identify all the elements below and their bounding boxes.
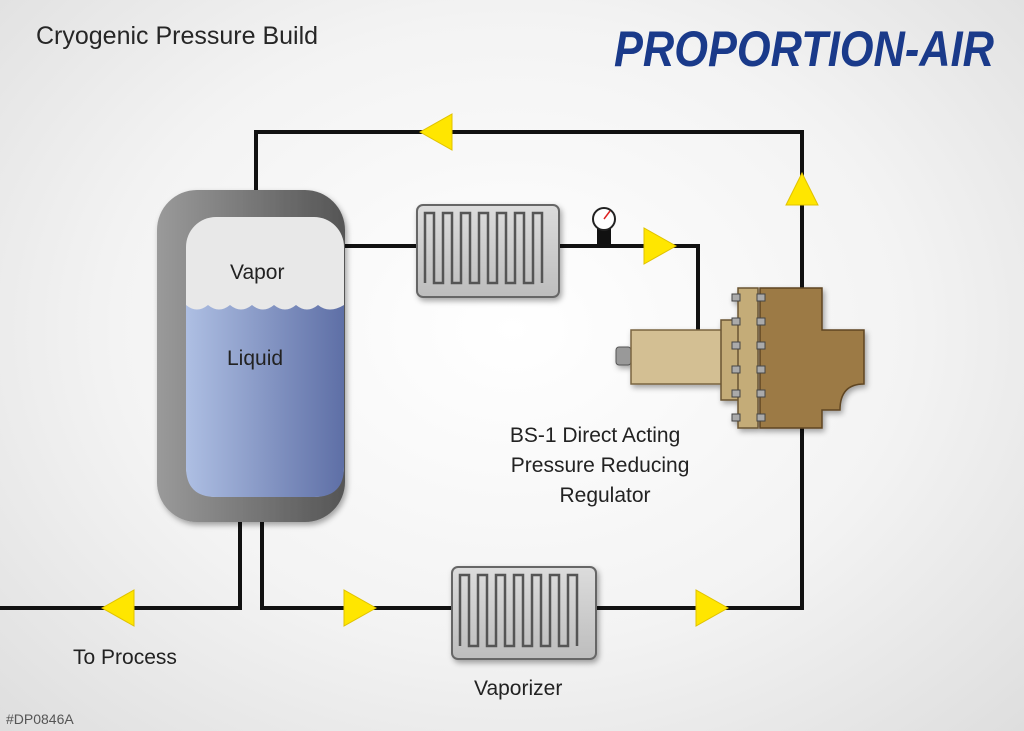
upper-heat-exchanger bbox=[416, 204, 560, 298]
flow-arrows bbox=[100, 113, 819, 627]
pressure-gauge bbox=[592, 207, 616, 246]
vapor-label: Vapor bbox=[230, 261, 284, 284]
page-title: Cryogenic Pressure Build bbox=[36, 22, 318, 50]
vaporizer-inlet-pipe bbox=[260, 512, 455, 610]
brand-logo: PROPORTION-AIR bbox=[614, 21, 994, 77]
regulator-label-line-3: Regulator bbox=[559, 484, 650, 507]
vaporizer-label: Vaporizer bbox=[474, 677, 562, 700]
regulator-flange bbox=[737, 287, 759, 429]
tank-liquid bbox=[186, 305, 344, 497]
upper-hx-coil bbox=[423, 211, 544, 285]
regulator-label-line-1: BS-1 Direct Acting bbox=[510, 424, 680, 447]
flow-arrow-left-top bbox=[418, 113, 453, 151]
vaporizer bbox=[451, 566, 597, 660]
regulator-flange-left bbox=[720, 319, 740, 401]
cryogenic-tank: Vapor Liquid bbox=[157, 190, 345, 522]
gauge-stem bbox=[597, 228, 611, 246]
bs1-regulator bbox=[615, 287, 865, 429]
diagram-code: #DP0846A bbox=[6, 711, 74, 727]
regulator-label-line-2: Pressure Reducing bbox=[511, 454, 690, 477]
brand-logo-text: PROPORTION-AIR bbox=[614, 21, 994, 77]
return-pipe bbox=[254, 130, 804, 610]
regulator-adjust-screw bbox=[615, 346, 632, 366]
flow-arrow-right-vaporizer-in bbox=[343, 589, 378, 627]
flow-arrow-left-process bbox=[100, 589, 135, 627]
regulator-label: BS-1 Direct Acting Pressure Reducing Reg… bbox=[510, 424, 695, 507]
regulator-body bbox=[759, 287, 865, 429]
regulator-bonnet bbox=[630, 329, 724, 385]
flow-arrow-right-gauge bbox=[643, 227, 678, 265]
flow-arrow-up bbox=[785, 171, 819, 206]
liquid-label: Liquid bbox=[227, 347, 283, 370]
process-pipe bbox=[0, 512, 242, 610]
to-process-label: To Process bbox=[73, 646, 177, 669]
regulator-bolts bbox=[731, 293, 766, 422]
flow-arrow-right-vaporizer-out bbox=[695, 589, 730, 627]
regulator-inlet-pipe bbox=[558, 244, 700, 330]
vaporizer-coil bbox=[458, 573, 579, 648]
gauge-needle bbox=[603, 210, 611, 220]
